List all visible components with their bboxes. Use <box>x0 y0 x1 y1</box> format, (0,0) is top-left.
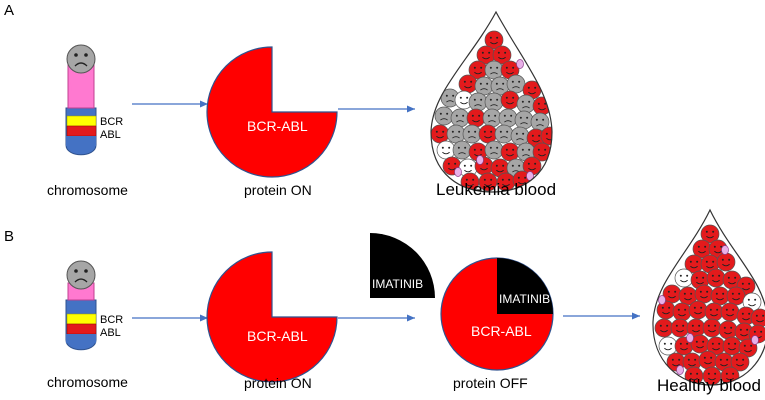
gene-bcr-label-a: BCR <box>100 116 124 128</box>
happy-face-icon <box>706 268 726 288</box>
sad-face-icon <box>450 108 470 128</box>
happy-face-icon <box>726 286 746 306</box>
bcr-abl-protein-a <box>206 46 338 178</box>
chromosome-b <box>65 260 97 351</box>
happy-face-icon <box>750 308 765 328</box>
leukemia-blood-drop <box>430 10 553 193</box>
leukemia-blood-caption: Leukemia blood <box>436 180 557 199</box>
happy-face-icon <box>458 74 478 94</box>
protein-off-caption: protein OFF <box>453 375 528 391</box>
happy-face-icon <box>436 140 456 160</box>
sad-face-icon <box>482 108 502 128</box>
healthy-blood-drop <box>652 208 765 386</box>
sad-face-icon <box>516 94 536 114</box>
happy-face-icon <box>492 45 512 65</box>
sad-face-icon <box>434 106 454 126</box>
sad-face-icon <box>484 92 504 112</box>
platelet-icon <box>476 155 484 165</box>
happy-face-icon <box>698 350 718 370</box>
platelet-icon <box>658 295 666 305</box>
happy-face-icon <box>700 224 720 244</box>
sad-face-icon <box>452 140 472 160</box>
healthy-blood-caption: Healthy blood <box>657 376 761 395</box>
platelet-icon <box>676 365 684 375</box>
happy-face-icon <box>718 320 738 340</box>
happy-face-icon <box>694 284 714 304</box>
platelet-icon <box>454 167 462 177</box>
happy-face-icon <box>476 45 496 65</box>
happy-face-icon <box>658 336 678 356</box>
happy-face-icon <box>704 302 724 322</box>
happy-face-icon <box>716 252 736 272</box>
sad-face-icon <box>474 76 494 96</box>
chromosome-caption-a: chromosome <box>47 182 128 198</box>
sad-face-icon <box>510 126 530 146</box>
happy-face-icon <box>500 60 520 80</box>
protein-caption-b: protein ON <box>244 375 312 391</box>
sad-face-icon <box>446 124 466 144</box>
happy-face-icon <box>688 300 708 320</box>
happy-face-icon <box>466 108 486 128</box>
panel-b-label: B <box>4 228 15 245</box>
happy-face-icon <box>654 318 674 338</box>
imatinib-bound-label: IMATINIB <box>499 292 551 306</box>
happy-face-icon <box>484 30 504 50</box>
imatinib-drug <box>370 233 435 298</box>
gene-abl-label-a: ABL <box>100 129 121 141</box>
platelet-icon <box>516 59 524 69</box>
sad-face-icon <box>468 92 488 112</box>
happy-face-icon <box>500 90 520 110</box>
sad-face-icon <box>498 108 518 128</box>
happy-face-icon <box>722 270 742 290</box>
panel-a-label: A <box>4 2 15 19</box>
happy-face-icon <box>730 352 750 372</box>
happy-face-icon <box>662 284 682 304</box>
bcr-abl-protein-b <box>206 251 338 383</box>
protein-off-name: BCR-ABL <box>471 323 532 339</box>
happy-face-icon <box>722 336 742 356</box>
platelet-icon <box>751 335 759 345</box>
happy-face-icon <box>702 318 722 338</box>
gene-bcr-label-b: BCR <box>100 314 124 326</box>
chromosome-caption-b: chromosome <box>47 374 128 390</box>
sad-face-icon <box>494 124 514 144</box>
imatinib-drug-label: IMATINIB <box>372 277 424 291</box>
happy-face-icon <box>706 336 726 356</box>
platelet-icon <box>721 245 729 255</box>
sad-face-icon <box>66 44 96 74</box>
gene-abl-label-b: ABL <box>100 327 121 339</box>
happy-face-icon <box>670 318 690 338</box>
happy-face-icon <box>478 124 498 144</box>
happy-face-icon <box>672 302 692 322</box>
protein-name-b: BCR-ABL <box>247 328 308 344</box>
protein-caption-a: protein ON <box>244 182 312 198</box>
happy-face-icon <box>720 302 740 322</box>
happy-face-icon <box>532 96 552 116</box>
happy-face-icon <box>540 126 552 146</box>
sad-face-icon <box>66 260 96 290</box>
sad-face-icon <box>506 74 526 94</box>
happy-face-icon <box>490 158 510 178</box>
happy-face-icon <box>431 124 450 144</box>
happy-face-icon <box>674 268 694 288</box>
happy-face-icon <box>710 286 730 306</box>
happy-face-icon <box>454 90 474 110</box>
platelet-icon <box>686 333 694 343</box>
protein-name-a: BCR-ABL <box>247 118 308 134</box>
sad-face-icon <box>484 60 504 80</box>
happy-face-icon <box>500 142 520 162</box>
sad-face-icon <box>462 124 482 144</box>
sad-face-icon <box>484 140 504 160</box>
chromosome-a <box>65 44 97 156</box>
sad-face-icon <box>514 110 534 130</box>
bcr-abl-protein-off <box>440 257 554 371</box>
happy-face-icon <box>742 292 762 312</box>
